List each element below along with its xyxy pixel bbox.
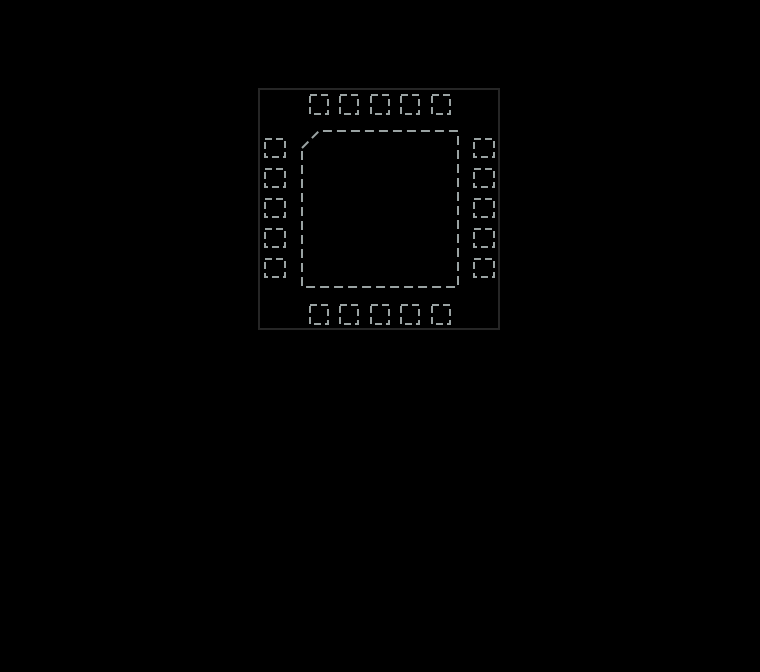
thermal-pad [301,130,459,288]
pad-bottom-5 [431,304,451,325]
pad-top-2 [339,94,359,115]
pad-column-left [264,138,286,278]
pad-bottom-3 [370,304,390,325]
pad-right-5 [473,258,495,278]
pad-left-5 [264,258,286,278]
pad-right-4 [473,228,495,248]
pad-right-2 [473,168,495,188]
pad-bottom-4 [400,304,420,325]
pad-row-bottom [309,304,451,325]
pad-top-3 [370,94,390,115]
pad-top-1 [309,94,329,115]
pad-left-4 [264,228,286,248]
pad-left-3 [264,198,286,218]
pad-top-4 [400,94,420,115]
pad-right-1 [473,138,495,158]
pad-left-2 [264,168,286,188]
pad-bottom-1 [309,304,329,325]
pad-right-3 [473,198,495,218]
pad-bottom-2 [339,304,359,325]
package-outline [258,88,500,330]
pad-top-5 [431,94,451,115]
pad-left-1 [264,138,286,158]
pad-row-top [309,94,451,115]
pad-column-right [473,138,495,278]
